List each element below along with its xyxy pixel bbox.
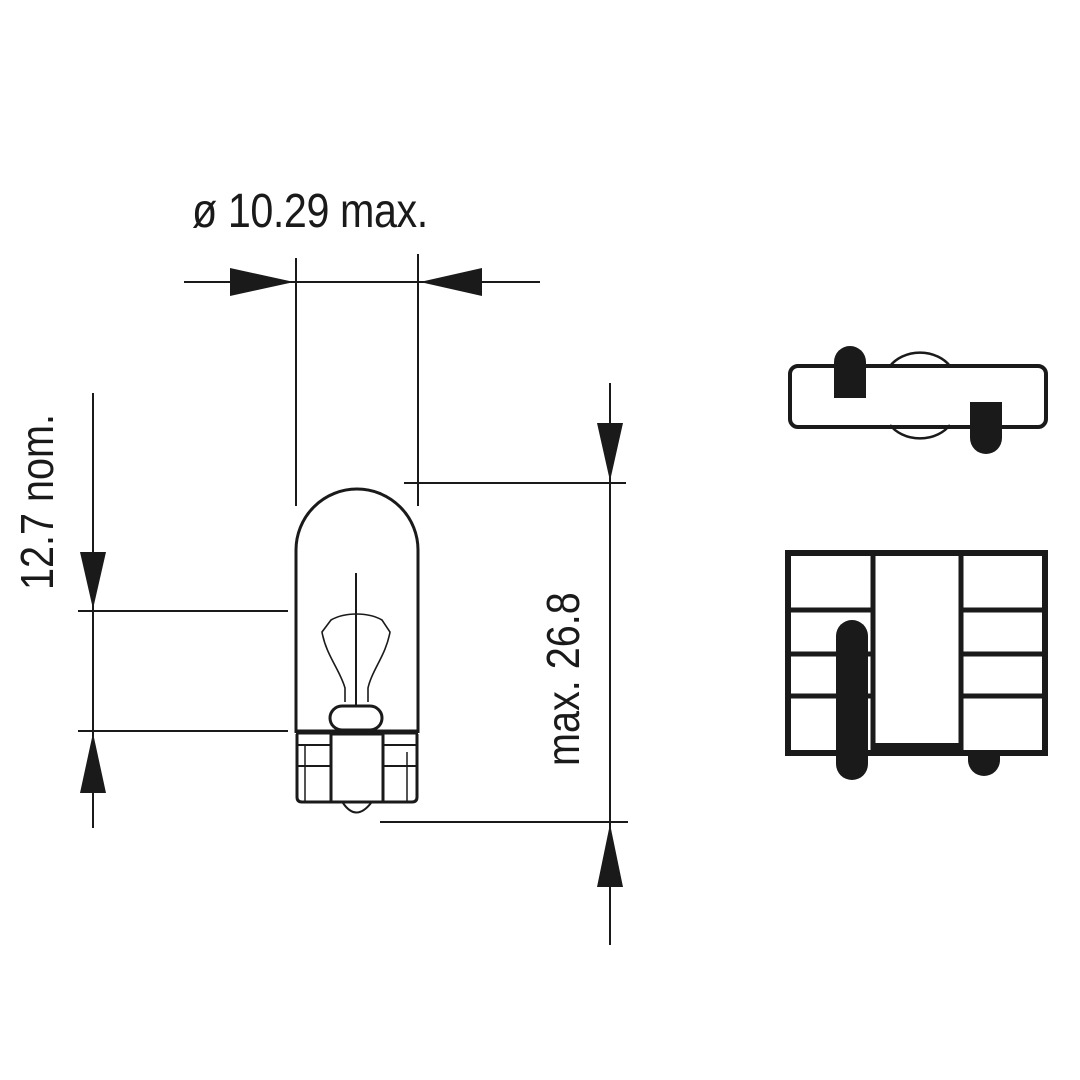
base-height-dimension — [78, 393, 288, 828]
bulb-side-view — [294, 487, 420, 814]
diameter-dimension — [184, 254, 540, 506]
arrowhead-right-icon — [230, 268, 294, 296]
arrowhead-down-icon — [597, 423, 623, 481]
contact-wire-icon — [968, 750, 1000, 776]
base-front-view — [785, 550, 1048, 780]
overall-length-label: max. 26.8 — [537, 592, 589, 766]
arrowhead-up-icon — [80, 733, 106, 793]
contact-wire-icon — [836, 620, 868, 780]
base-height-label: 12.7 nom. — [11, 414, 63, 590]
contact-wire-icon — [970, 402, 1002, 454]
arrowhead-up-icon — [597, 824, 623, 887]
base-top-view — [788, 346, 1048, 454]
arrowhead-down-icon — [80, 552, 106, 609]
arrowhead-left-icon — [420, 268, 482, 296]
overall-length-dimension — [380, 383, 628, 945]
contact-wire-icon — [834, 346, 866, 398]
diameter-label: ø 10.29 max. — [192, 185, 428, 238]
